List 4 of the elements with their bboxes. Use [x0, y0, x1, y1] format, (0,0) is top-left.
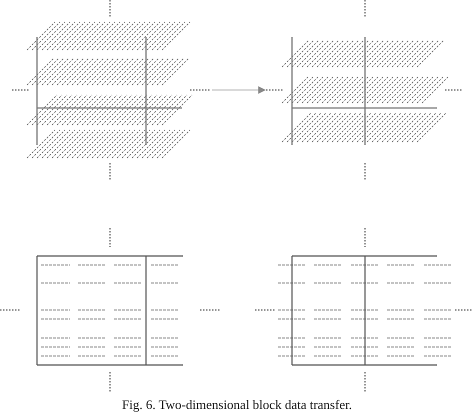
chevron-arrow	[212, 86, 266, 94]
figure-caption: Fig. 6. Two-dimensional block data transfer.	[122, 397, 352, 412]
dashed-table-block-drawing	[252, 226, 474, 394]
dashed-table-block-drawing	[0, 226, 222, 394]
